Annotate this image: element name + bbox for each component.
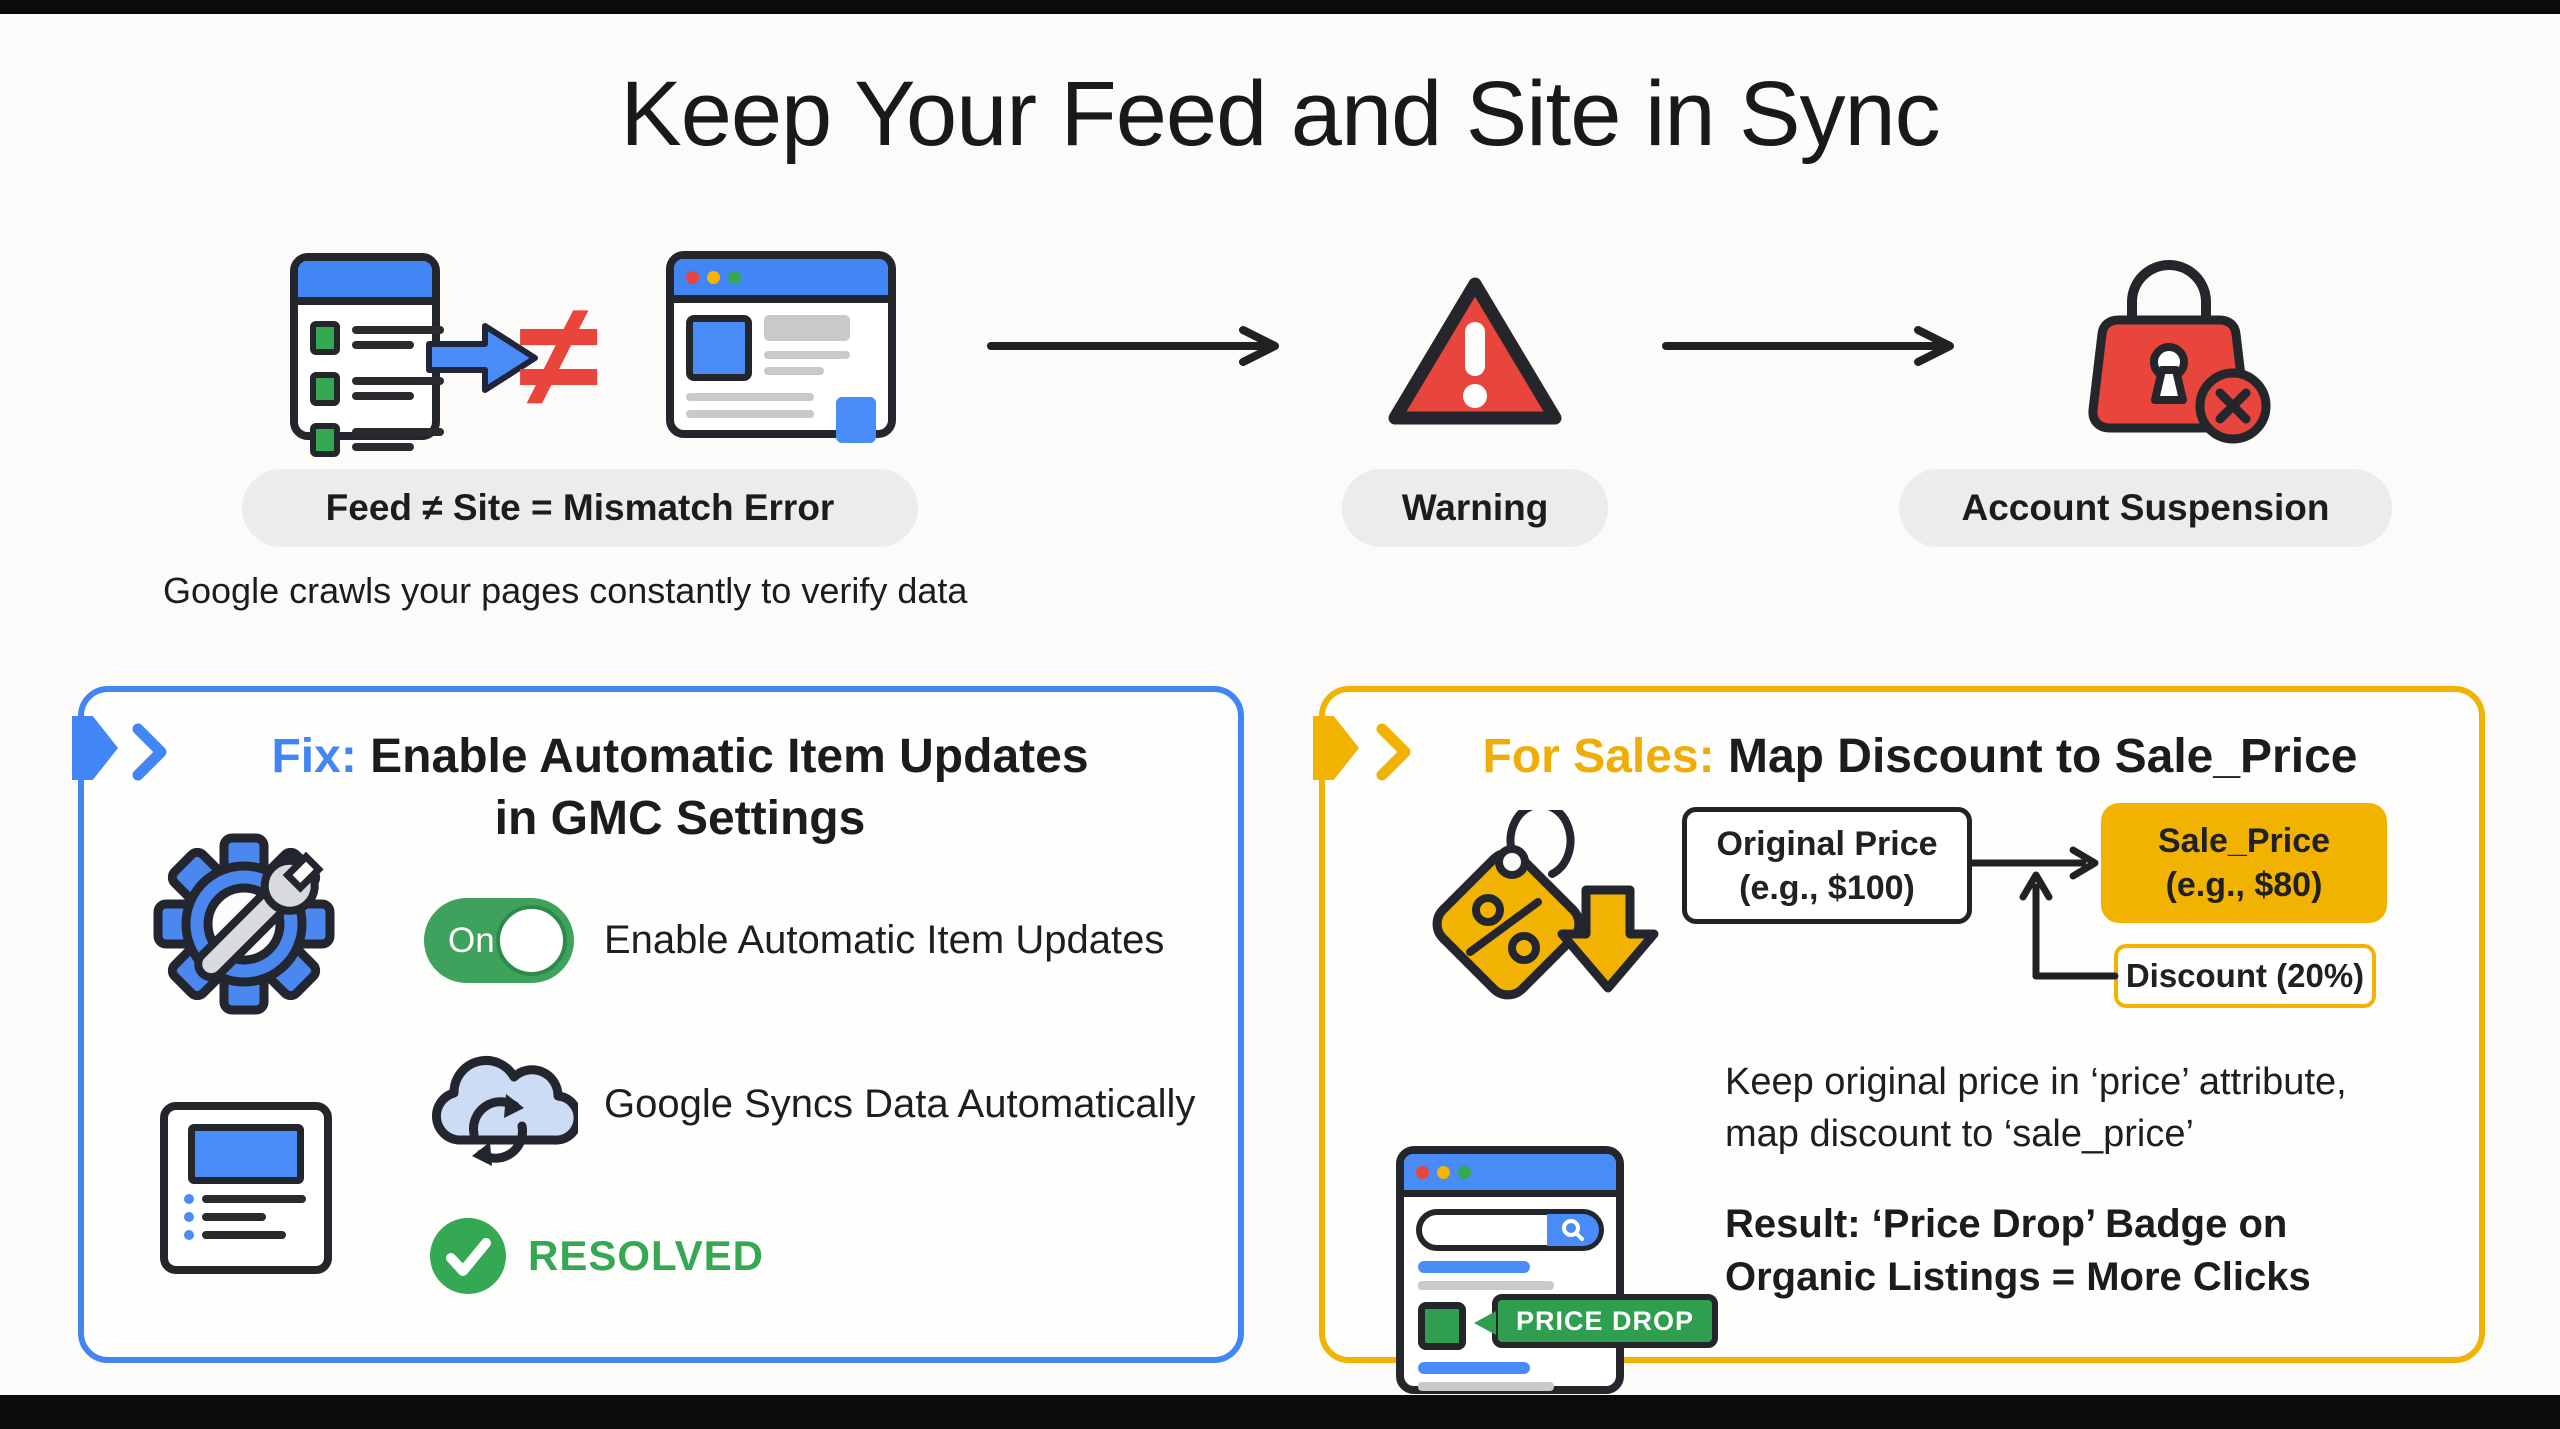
price-drop-badge: PRICE DROP: [1474, 1294, 1719, 1348]
warning-icon: [1388, 277, 1562, 425]
sales-title-text: Map Discount to Sale_Price: [1727, 730, 2358, 783]
flow-arrow-icon: [987, 326, 1279, 366]
mapping-note: Keep original price in ‘price’ attribute…: [1725, 1056, 2465, 1160]
mismatch-error-label: Feed ≠ Site = Mismatch Error: [242, 469, 918, 547]
toggle-state-label: On: [448, 920, 495, 960]
toggle-knob: [496, 905, 567, 976]
fix-box-title: Fix: Enable Automatic Item Updates in GM…: [160, 726, 1200, 850]
resolved-label: RESOLVED: [528, 1232, 764, 1279]
fix-prefix: Fix:: [271, 730, 357, 783]
listing-card-icon: [160, 1102, 332, 1274]
original-price-line1: Original Price: [1716, 824, 1938, 863]
search-bar-icon: [1416, 1209, 1604, 1251]
auto-updates-toggle: On: [424, 898, 574, 983]
site-browser-icon: [666, 251, 896, 443]
result-line2: Organic Listings = More Clicks: [1725, 1255, 2311, 1299]
page-title: Keep Your Feed and Site in Sync: [620, 63, 1940, 165]
bottom-edge-bar: [0, 1395, 2560, 1429]
note-line1: Keep original price in ‘price’ attribute…: [1725, 1061, 2347, 1103]
discount-tag-icon: [1432, 810, 1659, 1000]
sale-price-box: Sale_Price (e.g., $80): [2101, 803, 2387, 923]
sync-row-label: Google Syncs Data Automatically: [604, 1082, 1196, 1126]
price-drop-label: PRICE DROP: [1516, 1305, 1695, 1336]
not-equal-icon: ≠: [518, 273, 600, 438]
sale-price-line1: Sale_Price: [2157, 822, 2331, 860]
note-line2: map discount to ‘sale_price’: [1725, 1113, 2194, 1155]
search-icon: [1547, 1214, 1599, 1246]
organic-listing-browser-icon: PRICE DROP: [1396, 1146, 1719, 1394]
price-mapping-arrows-icon: [1969, 846, 2119, 980]
resolved-check-icon: [430, 1218, 506, 1294]
result-line1: Result: ‘Price Drop’ Badge on: [1725, 1202, 2288, 1246]
fix-title-line2: in GMC Settings: [494, 792, 866, 845]
discount-label: Discount (20%): [2125, 957, 2365, 994]
feed-document-icon: [290, 253, 444, 457]
sales-box-chevron-icon: [1376, 723, 1411, 781]
toggle-row-label: Enable Automatic Item Updates: [604, 918, 1165, 962]
badge-notch-icon: [1474, 1311, 1496, 1335]
sale-price-line2: (e.g., $80): [2165, 866, 2323, 904]
flow-arrow-icon: [1662, 326, 1954, 366]
original-price-box: Original Price (e.g., $100): [1682, 807, 1972, 924]
account-lock-icon: [2088, 260, 2271, 444]
top-edge-bar: [0, 0, 2560, 14]
warning-label: Warning: [1342, 469, 1608, 547]
result-note: Result: ‘Price Drop’ Badge on Organic Li…: [1725, 1198, 2465, 1304]
fix-box-chevron-icon: [132, 723, 167, 781]
sales-box-title: For Sales: Map Discount to Sale_Price: [1410, 726, 2430, 788]
account-suspension-label: Account Suspension: [1899, 469, 2392, 547]
fix-title-line1: Enable Automatic Item Updates: [370, 730, 1089, 783]
sales-prefix: For Sales:: [1482, 730, 1715, 783]
feed-to-site-arrow-icon: [426, 323, 538, 393]
crawl-note: Google crawls your pages constantly to v…: [163, 570, 968, 611]
discount-box: Discount (20%): [2114, 944, 2376, 1008]
original-price-line2: (e.g., $100): [1739, 868, 1915, 907]
cloud-sync-icon: [431, 1056, 578, 1166]
settings-gear-wrench-icon: [153, 833, 335, 1015]
